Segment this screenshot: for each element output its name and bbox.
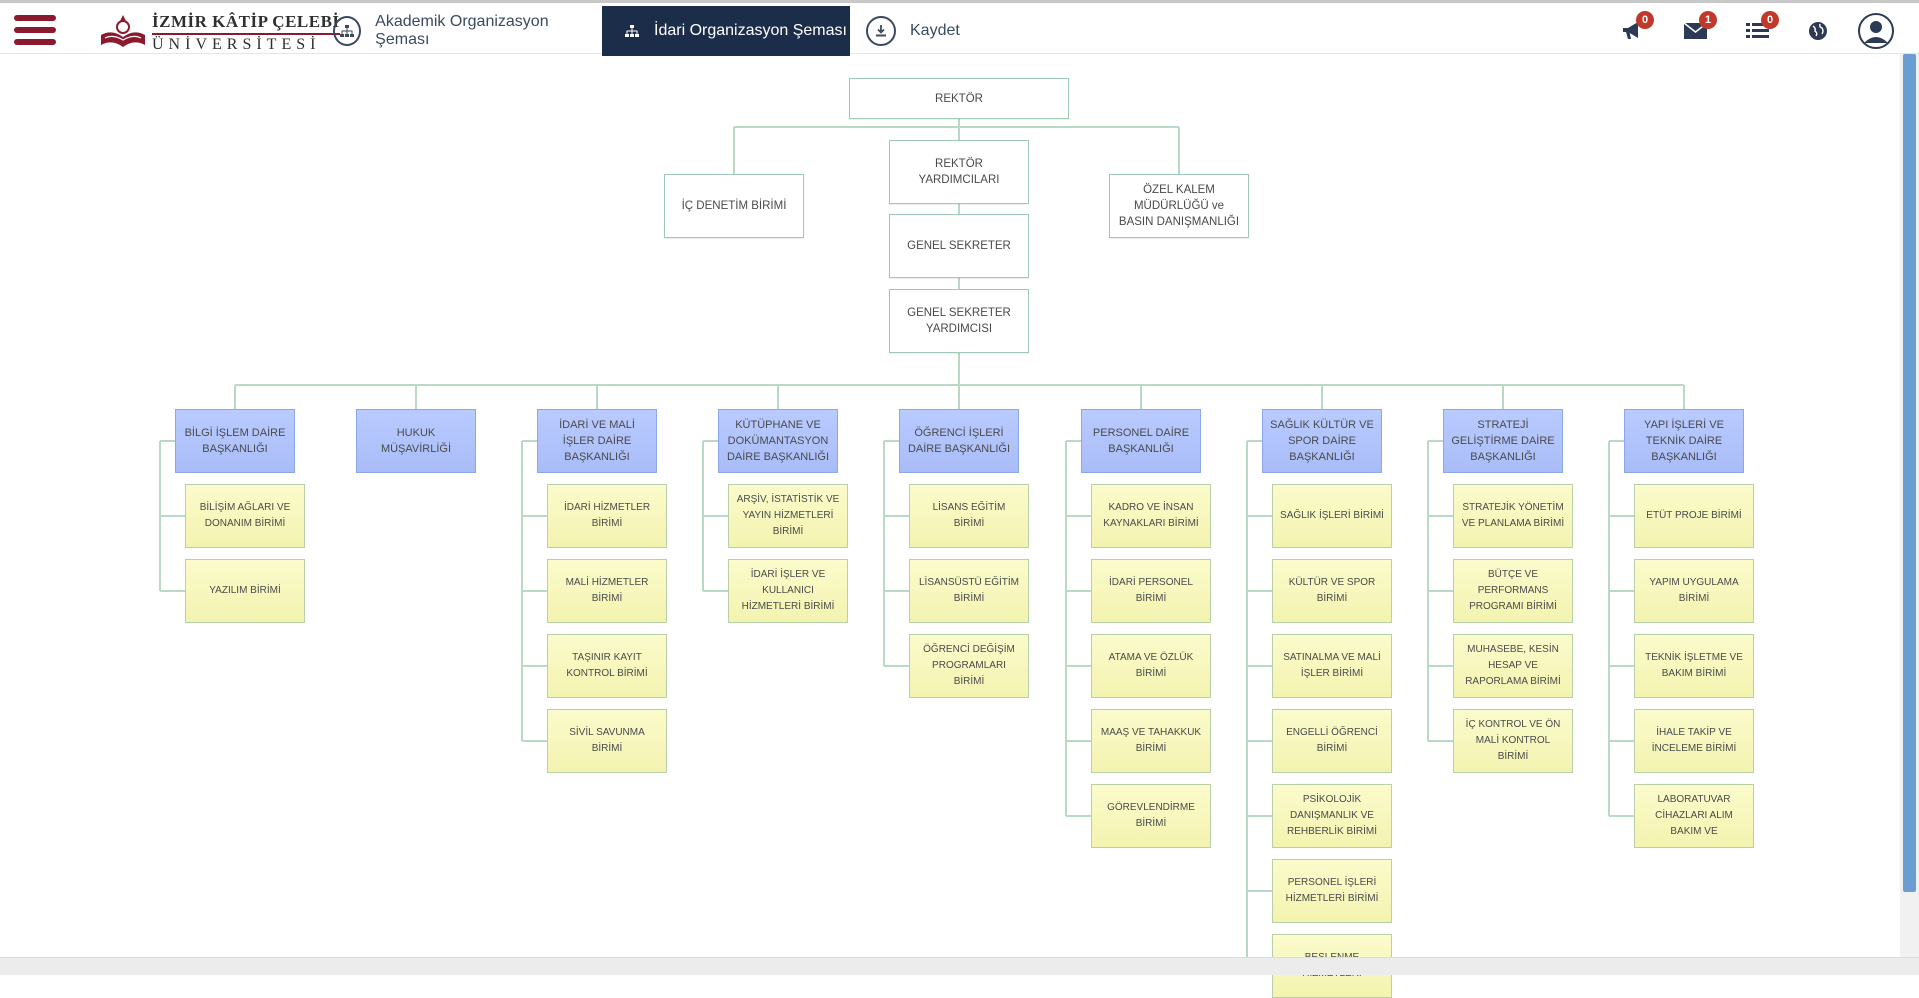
department-node[interactable]: İDARİ VE MALİ İŞLER DAİRE BAŞKANLIĞI bbox=[537, 409, 657, 473]
unit-node[interactable]: ÖĞRENCİ DEĞİŞİM PROGRAMLARI BİRİMİ bbox=[909, 634, 1029, 698]
language-button[interactable] bbox=[1807, 17, 1835, 43]
tasks-badge: 0 bbox=[1761, 11, 1779, 29]
top-bar: İZMİR KÂTİP ÇELEBİ ÜNİVERSİTESİ Akademik… bbox=[0, 0, 1919, 56]
unit-node[interactable]: ATAMA VE ÖZLÜK BİRİMİ bbox=[1091, 634, 1211, 698]
department-node[interactable]: BİLGİ İŞLEM DAİRE BAŞKANLIĞI bbox=[175, 409, 295, 473]
list-icon bbox=[1746, 23, 1769, 38]
unit-node[interactable]: LİSANSÜSTÜ EĞİTİM BİRİMİ bbox=[909, 559, 1029, 623]
download-icon bbox=[866, 16, 896, 46]
unit-node[interactable]: SATINALMA VE MALİ İŞLER BİRİMİ bbox=[1272, 634, 1392, 698]
unit-node[interactable]: İDARİ PERSONEL BİRİMİ bbox=[1091, 559, 1211, 623]
sitemap-icon bbox=[333, 16, 362, 46]
department-node[interactable]: PERSONEL DAİRE BAŞKANLIĞI bbox=[1081, 409, 1201, 473]
vertical-scrollbar[interactable] bbox=[1900, 54, 1919, 957]
announcements-badge: 0 bbox=[1636, 11, 1654, 29]
unit-node[interactable]: TAŞINIR KAYIT KONTROL BİRİMİ bbox=[547, 634, 667, 698]
unit-node[interactable]: ETÜT PROJE BİRİMİ bbox=[1634, 484, 1754, 548]
logo-subtitle: ÜNİVERSİTESİ bbox=[152, 33, 340, 54]
org-chart-connectors bbox=[159, 119, 1685, 957]
unit-node[interactable]: LABORATUVAR CİHAZLARI ALIM BAKIM VE bbox=[1634, 784, 1754, 848]
unit-node[interactable]: MUHASEBE, KESİN HESAP VE RAPORLAMA BİRİM… bbox=[1453, 634, 1573, 698]
nav-administrative-chart[interactable]: İdari Organizasyon Şeması bbox=[602, 6, 850, 56]
unit-node[interactable]: BÜTÇE VE PERFORMANS PROGRAMI BİRİMİ bbox=[1453, 559, 1573, 623]
department-node[interactable]: ÖĞRENCİ İŞLERİ DAİRE BAŞKANLIĞI bbox=[899, 409, 1019, 473]
unit-node[interactable]: GÖREVLENDİRME BİRİMİ bbox=[1091, 784, 1211, 848]
node-ozel-kalem[interactable]: ÖZEL KALEM MÜDÜRLÜĞÜ ve BASIN DANIŞMANLI… bbox=[1109, 174, 1249, 238]
logo-title: İZMİR KÂTİP ÇELEBİ bbox=[152, 12, 340, 31]
unit-node[interactable]: İÇ KONTROL VE ÖN MALİ KONTROL BİRİMİ bbox=[1453, 709, 1573, 773]
unit-node[interactable]: İDARİ İŞLER VE KULLANICI HİZMETLERİ BİRİ… bbox=[728, 559, 848, 623]
nav-academic-chart[interactable]: Akademik Organizasyon Şeması bbox=[333, 6, 591, 56]
department-node[interactable]: STRATEJİ GELİŞTİRME DAİRE BAŞKANLIĞI bbox=[1443, 409, 1563, 473]
unit-node[interactable]: YAPIM UYGULAMA BİRİMİ bbox=[1634, 559, 1754, 623]
node-rektor[interactable]: REKTÖR bbox=[849, 78, 1069, 119]
unit-node[interactable]: TEKNİK İŞLETME VE BAKIM BİRİMİ bbox=[1634, 634, 1754, 698]
nav-academic-label: Akademik Organizasyon Şeması bbox=[375, 13, 549, 48]
unit-node[interactable]: PSİKOLOJİK DANIŞMANLIK VE REHBERLİK BİRİ… bbox=[1272, 784, 1392, 848]
vertical-scrollbar-thumb[interactable] bbox=[1903, 54, 1916, 892]
nav-administrative-label: İdari Organizasyon Şeması bbox=[654, 22, 847, 39]
unit-node[interactable]: KADRO VE İNSAN KAYNAKLARI BİRİMİ bbox=[1091, 484, 1211, 548]
sitemap-icon bbox=[624, 23, 640, 39]
unit-node[interactable]: LİSANS EĞİTİM BİRİMİ bbox=[909, 484, 1029, 548]
save-button[interactable]: Kaydet bbox=[866, 6, 966, 56]
university-logo[interactable]: İZMİR KÂTİP ÇELEBİ ÜNİVERSİTESİ bbox=[98, 9, 340, 53]
megaphone-icon bbox=[1623, 22, 1638, 39]
announcements-button[interactable]: 0 bbox=[1620, 11, 1654, 43]
messages-badge: 1 bbox=[1699, 11, 1717, 29]
unit-node[interactable]: ARŞİV, İSTATİSTİK VE YAYIN HİZMETLERİ Bİ… bbox=[728, 484, 848, 548]
unit-node[interactable]: MALİ HİZMETLER BİRİMİ bbox=[547, 559, 667, 623]
university-emblem-icon bbox=[101, 15, 145, 47]
unit-node[interactable]: İHALE TAKİP VE İNCELEME BİRİMİ bbox=[1634, 709, 1754, 773]
unit-node[interactable]: İDARİ HİZMETLER BİRİMİ bbox=[547, 484, 667, 548]
unit-node[interactable]: STRATEJİK YÖNETİM VE PLANLAMA BİRİMİ bbox=[1453, 484, 1573, 548]
department-node[interactable]: HUKUK MÜŞAVİRLİĞİ bbox=[356, 409, 476, 473]
org-chart: REKTÖR İÇ DENETİM BİRİMİ REKTÖR YARDIMCI… bbox=[0, 54, 1900, 998]
unit-node[interactable]: SAĞLIK İŞLERİ BİRİMİ bbox=[1272, 484, 1392, 548]
unit-node[interactable]: SİVİL SAVUNMA BİRİMİ bbox=[547, 709, 667, 773]
department-node[interactable]: YAPI İŞLERİ VE TEKNİK DAİRE BAŞKANLIĞI bbox=[1624, 409, 1744, 473]
node-rektor-yardimcilari[interactable]: REKTÖR YARDIMCILARI bbox=[889, 140, 1029, 204]
unit-node[interactable]: BİLİŞİM AĞLARI VE DONANIM BİRİMİ bbox=[185, 484, 305, 548]
department-node[interactable]: KÜTÜPHANE VE DOKÜMANTASYON DAİRE BAŞKANL… bbox=[718, 409, 838, 473]
horizontal-scrollbar[interactable] bbox=[0, 957, 1919, 975]
node-genel-sekreter[interactable]: GENEL SEKRETER bbox=[889, 214, 1029, 278]
unit-node[interactable]: KÜLTÜR VE SPOR BİRİMİ bbox=[1272, 559, 1392, 623]
node-genel-sekreter-yardimcisi[interactable]: GENEL SEKRETER YARDIMCISI bbox=[889, 289, 1029, 353]
unit-node[interactable]: YAZILIM BİRİMİ bbox=[185, 559, 305, 623]
user-profile-button[interactable] bbox=[1858, 13, 1894, 49]
menu-icon[interactable] bbox=[14, 15, 56, 45]
department-node[interactable]: SAĞLIK KÜLTÜR VE SPOR DAİRE BAŞKANLIĞI bbox=[1262, 409, 1382, 473]
messages-button[interactable]: 1 bbox=[1683, 11, 1717, 43]
globe-icon bbox=[1809, 22, 1827, 40]
node-ic-denetim[interactable]: İÇ DENETİM BİRİMİ bbox=[664, 174, 804, 238]
save-label: Kaydet bbox=[910, 22, 960, 39]
unit-node[interactable]: MAAŞ VE TAHAKKUK BİRİMİ bbox=[1091, 709, 1211, 773]
tasks-button[interactable]: 0 bbox=[1745, 11, 1779, 43]
unit-node[interactable]: PERSONEL İŞLERİ HİZMETLERİ BİRİMİ bbox=[1272, 859, 1392, 923]
user-avatar-icon bbox=[1858, 13, 1894, 49]
unit-node[interactable]: ENGELLİ ÖĞRENCİ BİRİMİ bbox=[1272, 709, 1392, 773]
